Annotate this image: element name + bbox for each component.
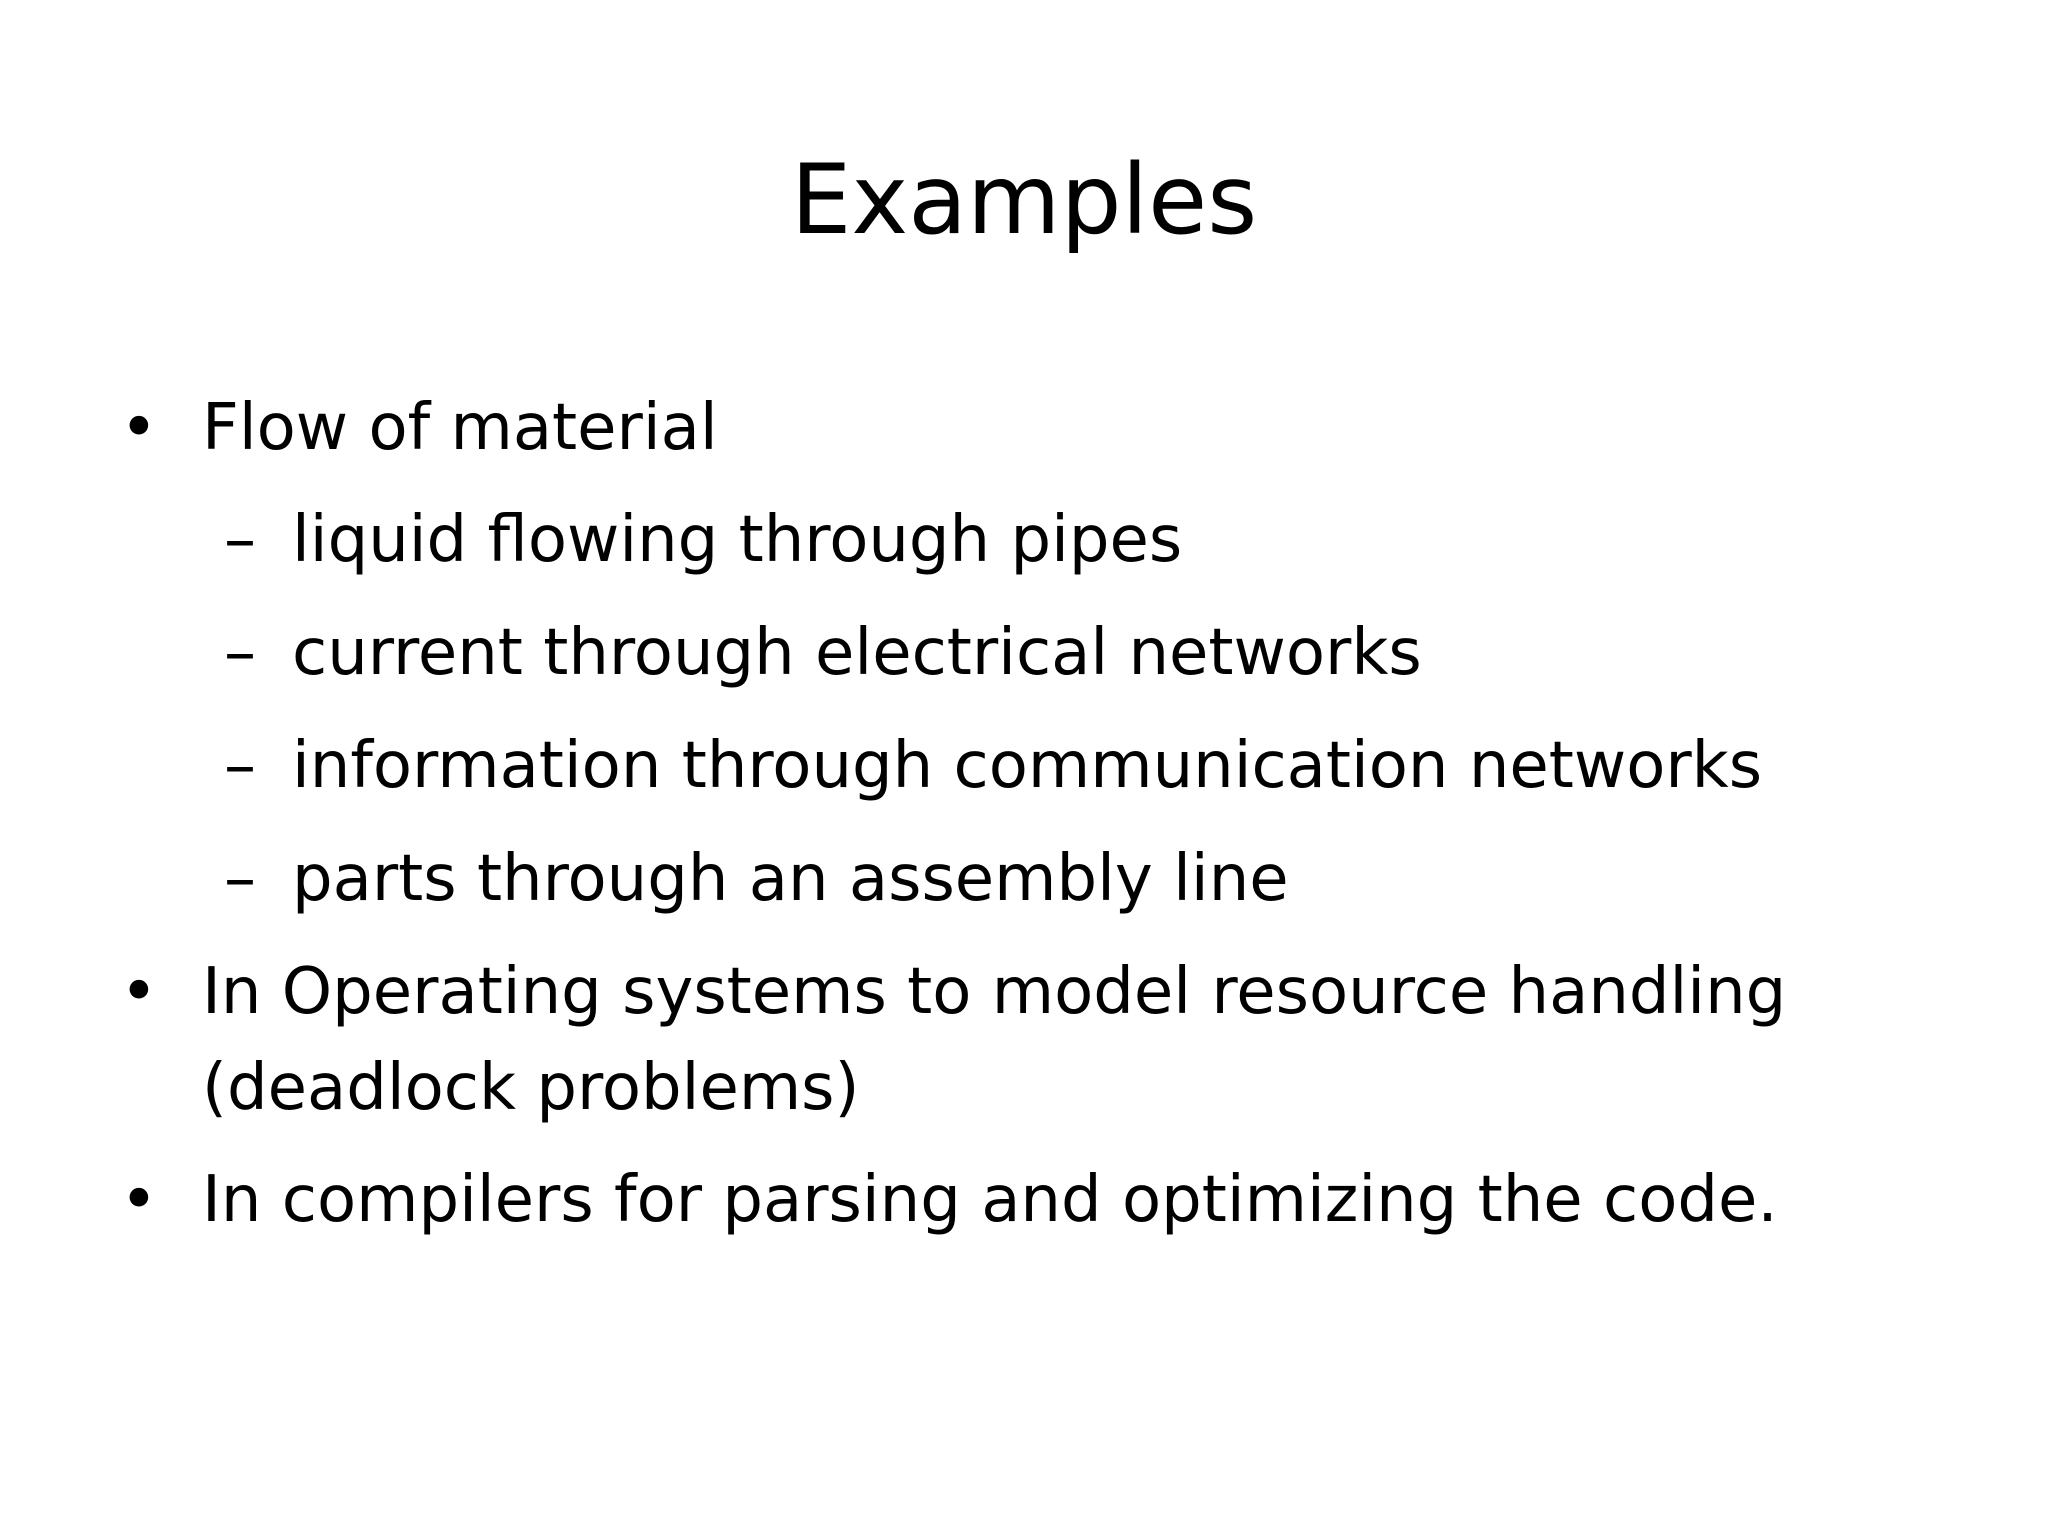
sub-bullet-text: parts through an assembly line	[292, 842, 1289, 916]
bullet-item: • Flow of material	[120, 380, 1822, 476]
sub-bullet-item: – current through electrical networks	[224, 605, 1812, 701]
sub-bullet-item: – parts through an assembly line	[224, 831, 1812, 927]
slide-body: • Flow of material – liquid flowing thro…	[0, 380, 2048, 1380]
bullet-text-line-2: (deadlock problems)	[202, 1051, 860, 1125]
dash-icon: –	[224, 616, 256, 690]
sub-bullet-text: liquid flowing through pipes	[292, 503, 1183, 577]
bullet-text: Flow of material	[202, 391, 718, 465]
bullet-item: • In compilers for parsing and optimizin…	[120, 1152, 1822, 1248]
bullet-icon: •	[120, 391, 158, 465]
sub-bullet-text: information through communication networ…	[292, 729, 1763, 803]
bullet-text-line-1: In Operating systems to model resource h…	[202, 955, 1787, 1029]
sub-bullet-item: – information through communication netw…	[224, 718, 1812, 814]
sub-bullet-text: current through electrical networks	[292, 616, 1422, 690]
sub-bullet-item: – liquid flowing through pipes	[224, 492, 1812, 588]
bullet-icon: •	[120, 955, 158, 1029]
dash-icon: –	[224, 503, 256, 577]
bullet-item: • In Operating systems to model resource…	[120, 944, 1822, 1136]
bullet-text: In compilers for parsing and optimizing …	[202, 1163, 1778, 1237]
dash-icon: –	[224, 842, 256, 916]
bullet-icon: •	[120, 1163, 158, 1237]
slide-title: Examples	[790, 144, 1258, 256]
dash-icon: –	[224, 729, 256, 803]
